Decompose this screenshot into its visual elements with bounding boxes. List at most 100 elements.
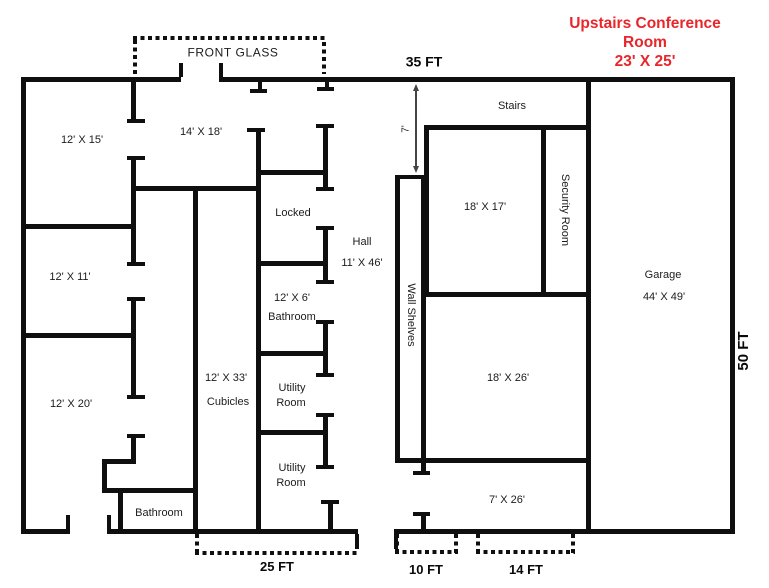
wall-segment bbox=[541, 125, 546, 297]
wall-segment bbox=[21, 529, 70, 534]
dotted-line bbox=[395, 534, 399, 553]
dim-7ft-label: 7' bbox=[400, 125, 412, 133]
wall-segment bbox=[256, 170, 327, 175]
wall-segment bbox=[395, 458, 588, 463]
wall-segment bbox=[219, 63, 223, 77]
bathroom-bottom-label: Bathroom bbox=[135, 506, 183, 519]
wall-segment bbox=[395, 177, 400, 459]
wall-segment bbox=[258, 81, 262, 91]
wall-segment bbox=[421, 177, 426, 459]
wall-segment bbox=[323, 415, 328, 465]
utility-room-1-label-line2: Room bbox=[276, 396, 306, 409]
wall-segment bbox=[179, 63, 183, 77]
room-12x11-label: 12' X 11' bbox=[49, 270, 91, 283]
wall-segment bbox=[21, 77, 26, 534]
wall-segment bbox=[323, 322, 328, 373]
wall-segment bbox=[127, 297, 145, 301]
security-room-label: Security Room bbox=[559, 173, 572, 247]
wall-segment bbox=[424, 292, 588, 297]
wall-segment bbox=[317, 87, 334, 91]
upstairs-conference-room-note: Upstairs Conference Room 23' X 25' bbox=[547, 14, 743, 71]
wall-segment bbox=[586, 81, 591, 534]
wall-segment bbox=[66, 515, 70, 529]
wall-segment bbox=[21, 77, 181, 82]
dotted-line bbox=[133, 36, 325, 40]
room-7x26-label: 7' X 26' bbox=[488, 493, 526, 506]
stairs-label: Stairs bbox=[497, 99, 527, 112]
dotted-line bbox=[322, 42, 326, 74]
dotted-line bbox=[195, 551, 359, 555]
wall-segment bbox=[328, 502, 333, 529]
wall-segment bbox=[131, 436, 136, 464]
wall-segment bbox=[323, 228, 328, 280]
dimension-arrow-7ft bbox=[413, 84, 419, 173]
wall-segment bbox=[421, 515, 426, 529]
wall-segment bbox=[250, 89, 267, 93]
wall-segment bbox=[107, 515, 111, 529]
utility-room-2-label-line2: Room bbox=[276, 476, 306, 489]
wall-segment bbox=[102, 459, 136, 464]
wall-segment bbox=[219, 77, 735, 82]
dotted-line bbox=[571, 534, 575, 553]
wall-segment bbox=[256, 430, 327, 435]
wall-segment bbox=[256, 261, 327, 266]
room-12x15-label: 12' X 15' bbox=[60, 133, 104, 146]
wall-segment bbox=[107, 529, 358, 534]
hall-size-label: 11' X 46' bbox=[341, 256, 383, 269]
wall-segment bbox=[131, 299, 136, 395]
dotted-line bbox=[395, 550, 458, 554]
garage-size-label: 44' X 49' bbox=[642, 290, 686, 303]
wall-segment bbox=[127, 395, 145, 399]
dim-14ft-label: 14 FT bbox=[509, 561, 543, 577]
room-18x26-label: 18' X 26' bbox=[486, 371, 530, 384]
wall-segment bbox=[131, 158, 136, 262]
dim-50ft-label: 50 FT bbox=[734, 331, 752, 371]
wall-segment bbox=[316, 465, 334, 469]
dim-35ft-label: 35 FT bbox=[405, 53, 443, 70]
wall-segment bbox=[23, 333, 136, 338]
room-14x18-label: 14' X 18' bbox=[179, 125, 223, 138]
wall-segment bbox=[118, 490, 123, 531]
room-18x17-label: 18' X 17' bbox=[463, 200, 507, 213]
dim-10ft-label: 10 FT bbox=[409, 561, 443, 577]
cubicles-size-label: 12' X 33' bbox=[204, 371, 248, 384]
wall-segment bbox=[193, 186, 198, 529]
wall-segment bbox=[424, 125, 588, 130]
upstairs-conference-room-note-line2: 23' X 25' bbox=[614, 53, 676, 70]
dotted-line bbox=[476, 550, 575, 554]
wall-segment bbox=[325, 81, 329, 89]
wall-segment bbox=[316, 280, 334, 284]
wall-segment bbox=[413, 471, 430, 475]
wall-segment bbox=[102, 488, 197, 493]
dotted-line bbox=[454, 534, 458, 553]
upstairs-conference-room-note-line1: Upstairs Conference Room bbox=[569, 15, 721, 51]
wall-segment bbox=[102, 459, 107, 492]
wall-segment bbox=[256, 132, 261, 529]
bathroom-mid-label: Bathroom bbox=[268, 310, 316, 323]
wall-segment bbox=[413, 512, 430, 516]
wall-segment bbox=[127, 434, 145, 438]
dotted-line bbox=[133, 40, 137, 78]
dotted-line bbox=[195, 534, 199, 555]
wall-segment bbox=[730, 77, 735, 534]
garage-label: Garage bbox=[644, 268, 682, 281]
bathroom-mid-size-label: 12' X 6' bbox=[273, 291, 311, 304]
wall-segment bbox=[131, 81, 136, 120]
wall-segment bbox=[127, 156, 145, 160]
front-glass-label: FRONT GLASS bbox=[187, 45, 279, 60]
wall-segment bbox=[127, 119, 145, 123]
utility-room-1-label-line1: Utility bbox=[278, 381, 306, 394]
wall-segment bbox=[316, 373, 334, 377]
room-12x20-label: 12' X 20' bbox=[49, 397, 93, 410]
cubicles-label: Cubicles bbox=[206, 395, 250, 408]
wall-segment bbox=[355, 534, 359, 549]
dotted-line bbox=[476, 534, 480, 553]
wall-segment bbox=[421, 459, 426, 473]
wall-segment bbox=[424, 125, 429, 297]
room-locked-label: Locked bbox=[275, 206, 311, 219]
wall-segment bbox=[256, 351, 327, 356]
wall-segment bbox=[394, 529, 735, 534]
wall-segment bbox=[247, 128, 265, 132]
wall-segment bbox=[23, 224, 136, 229]
